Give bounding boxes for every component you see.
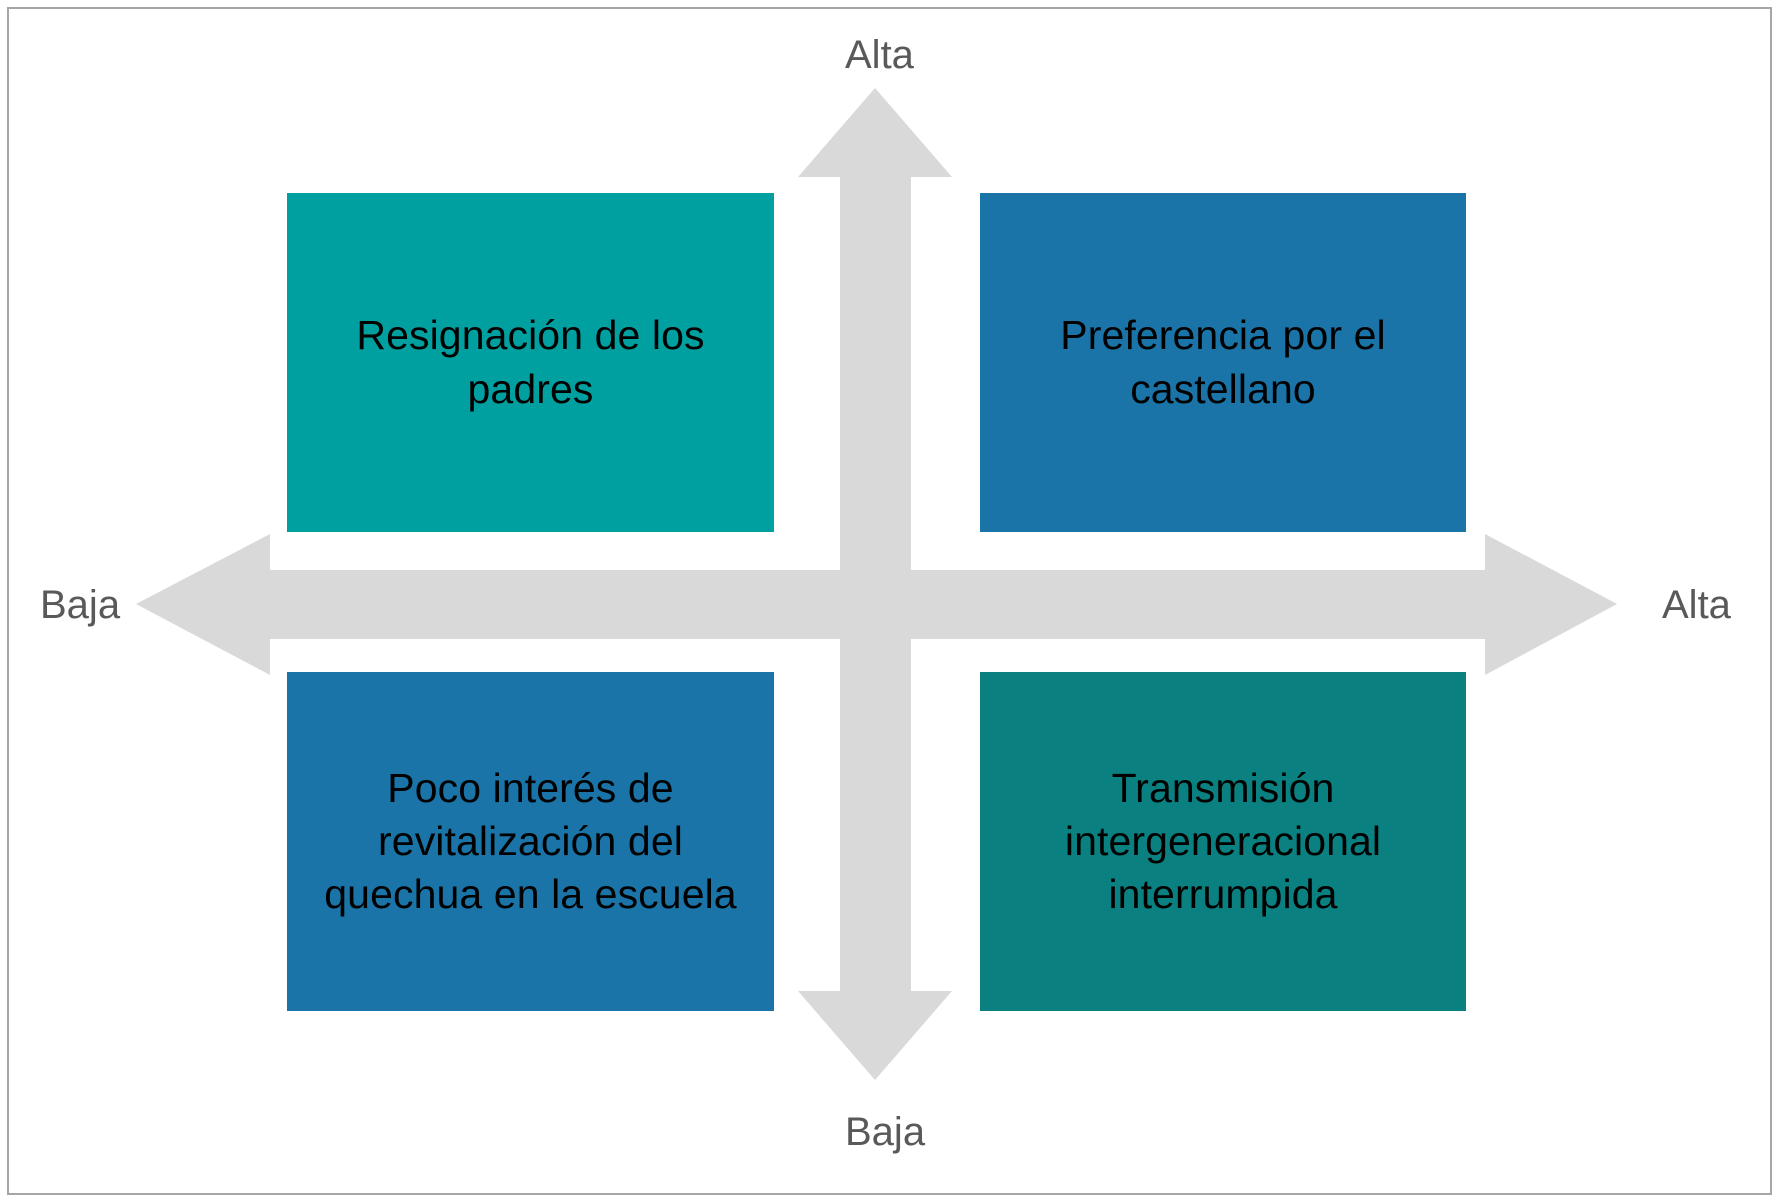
axis-label-vertical-bottom: Baja: [845, 1110, 926, 1154]
quadrant-top-right[interactable]: Preferencia por el castellano: [980, 193, 1466, 532]
quadrant-top-left-label: Resignación de los padres: [356, 312, 705, 412]
quadrant-top-right-label: Preferencia por el castellano: [1060, 312, 1386, 412]
quadrant-top-left[interactable]: Resignación de los padres: [287, 193, 774, 532]
quadrant-bottom-left-label: Poco interés de revitalización del quech…: [324, 764, 737, 918]
vertical-axis-arrow: [798, 88, 952, 1080]
axis-label-horizontal-right: Alta: [1662, 583, 1731, 627]
arrow-left-icon: [136, 534, 875, 675]
quadrant-bottom-left[interactable]: Poco interés de revitalización del quech…: [287, 672, 774, 1011]
arrow-down-icon: [798, 604, 952, 1080]
arrow-up-icon: [798, 88, 952, 604]
quadrant-bottom-right[interactable]: Transmisión intergeneracional interrumpi…: [980, 672, 1466, 1011]
arrow-right-icon: [875, 534, 1617, 675]
axis-label-vertical-top: Alta: [845, 33, 914, 77]
quadrant-bottom-right-label: Transmisión intergeneracional interrumpi…: [1064, 764, 1382, 918]
axis-label-horizontal-left: Baja: [40, 583, 121, 627]
horizontal-axis-arrow: [136, 534, 1617, 675]
